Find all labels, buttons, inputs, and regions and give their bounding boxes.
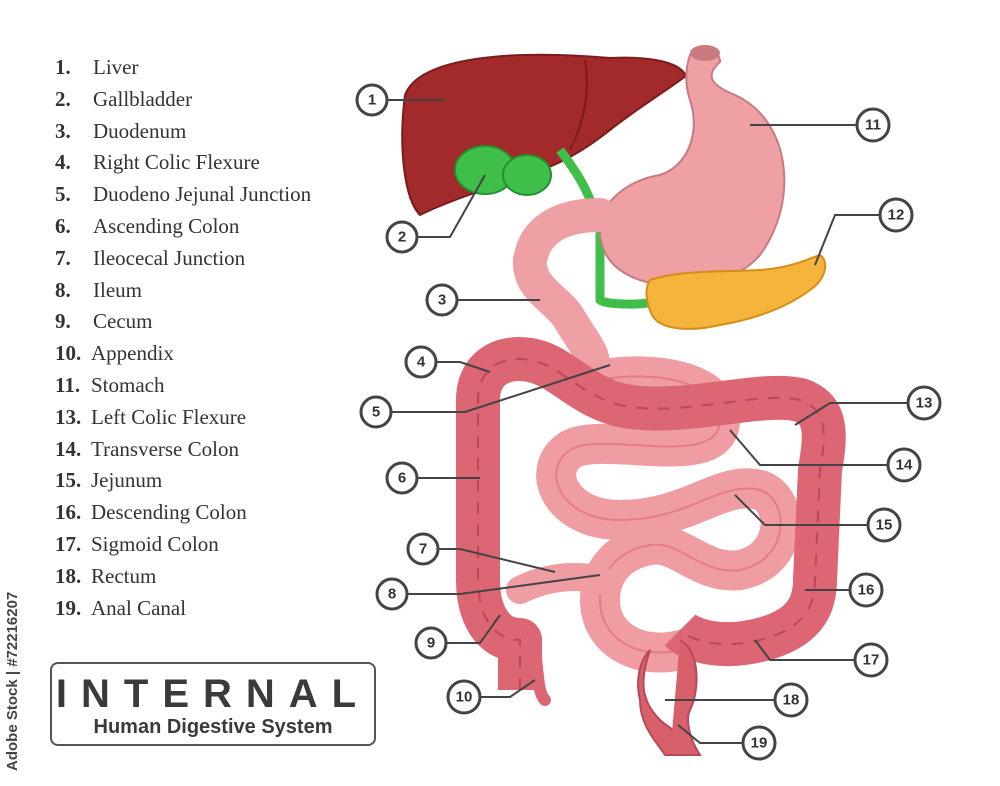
legend-item: 18.Rectum bbox=[55, 561, 311, 593]
callout-6: 6 bbox=[387, 463, 417, 493]
legend-item: 16.Descending Colon bbox=[55, 497, 311, 529]
svg-text:11: 11 bbox=[865, 117, 881, 134]
callout-18: 18 bbox=[775, 684, 807, 716]
legend-label: Descending Colon bbox=[91, 500, 247, 524]
svg-text:15: 15 bbox=[876, 517, 893, 534]
svg-text:7: 7 bbox=[419, 541, 427, 558]
legend-label: Duodeno Jejunal Junction bbox=[93, 182, 311, 206]
legend-number: 2. bbox=[55, 84, 93, 116]
legend-item: 15.Jejunum bbox=[55, 465, 311, 497]
callout-13: 13 bbox=[908, 387, 940, 419]
callout-5: 5 bbox=[361, 397, 391, 427]
svg-text:2: 2 bbox=[398, 229, 406, 246]
legend-number: 17. bbox=[55, 529, 91, 561]
legend-number: 16. bbox=[55, 497, 91, 529]
legend-item: 4.Right Colic Flexure bbox=[55, 147, 311, 179]
svg-text:4: 4 bbox=[417, 354, 426, 371]
callout-11: 11 bbox=[857, 109, 889, 141]
callout-4: 4 bbox=[406, 347, 436, 377]
legend-label: Ileum bbox=[93, 278, 142, 302]
legend-item: 8.Ileum bbox=[55, 275, 311, 307]
legend-label: Right Colic Flexure bbox=[93, 150, 260, 174]
legend-number: 5. bbox=[55, 179, 93, 211]
callout-1: 1 bbox=[357, 85, 387, 115]
svg-text:13: 13 bbox=[916, 395, 933, 412]
legend-label: Gallbladder bbox=[93, 87, 192, 111]
legend-number: 9. bbox=[55, 306, 93, 338]
legend-label: Anal Canal bbox=[91, 596, 186, 620]
svg-text:8: 8 bbox=[388, 586, 396, 603]
legend-number: 7. bbox=[55, 243, 93, 275]
legend-number: 3. bbox=[55, 116, 93, 148]
legend-number: 19. bbox=[55, 593, 91, 625]
callout-14: 14 bbox=[888, 449, 920, 481]
title-main: INTERNAL bbox=[52, 672, 374, 717]
svg-text:1: 1 bbox=[368, 92, 376, 109]
legend-label: Ascending Colon bbox=[93, 214, 239, 238]
callout-16: 16 bbox=[850, 574, 882, 606]
legend-number: 6. bbox=[55, 211, 93, 243]
legend-item: 19.Anal Canal bbox=[55, 593, 311, 625]
svg-text:16: 16 bbox=[858, 582, 875, 599]
callout-3: 3 bbox=[427, 285, 457, 315]
legend-number: 8. bbox=[55, 275, 93, 307]
title-subtitle: Human Digestive System bbox=[52, 716, 374, 739]
legend-label: Transverse Colon bbox=[91, 437, 239, 461]
legend-number: 10. bbox=[55, 338, 91, 370]
callout-10: 10 bbox=[448, 681, 480, 713]
legend-label: Ileocecal Junction bbox=[93, 246, 245, 270]
callout-8: 8 bbox=[377, 579, 407, 609]
callout-15: 15 bbox=[868, 509, 900, 541]
legend-label: Jejunum bbox=[91, 468, 162, 492]
callout-2: 2 bbox=[387, 222, 417, 252]
svg-text:12: 12 bbox=[888, 207, 905, 224]
legend-number: 1. bbox=[55, 52, 93, 84]
legend-label: Duodenum bbox=[93, 119, 186, 143]
legend-number: 15. bbox=[55, 465, 91, 497]
legend-label: Stomach bbox=[91, 373, 165, 397]
legend-label: Rectum bbox=[91, 564, 156, 588]
svg-text:10: 10 bbox=[456, 689, 473, 706]
legend-label: Left Colic Flexure bbox=[91, 405, 246, 429]
legend-item: 11.Stomach bbox=[55, 370, 311, 402]
legend-label: Liver bbox=[93, 55, 138, 79]
svg-text:9: 9 bbox=[427, 635, 435, 652]
callout-7: 7 bbox=[408, 534, 438, 564]
legend-label: Cecum bbox=[93, 309, 152, 333]
callout-19: 19 bbox=[743, 727, 775, 759]
svg-text:14: 14 bbox=[896, 457, 913, 474]
legend-label: Sigmoid Colon bbox=[91, 532, 219, 556]
legend-item: 9.Cecum bbox=[55, 306, 311, 338]
svg-text:3: 3 bbox=[438, 292, 446, 309]
callout-17: 17 bbox=[855, 644, 887, 676]
legend-number: 13. bbox=[55, 402, 91, 434]
legend-item: 13.Left Colic Flexure bbox=[55, 402, 311, 434]
callout-12: 12 bbox=[880, 199, 912, 231]
legend-list: 1.Liver 2.Gallbladder 3.Duodenum 4.Right… bbox=[55, 52, 311, 624]
legend-item: 10.Appendix bbox=[55, 338, 311, 370]
legend-number: 18. bbox=[55, 561, 91, 593]
legend-number: 4. bbox=[55, 147, 93, 179]
svg-text:5: 5 bbox=[372, 404, 380, 421]
legend-item: 3.Duodenum bbox=[55, 116, 311, 148]
legend-item: 6.Ascending Colon bbox=[55, 211, 311, 243]
svg-text:17: 17 bbox=[863, 652, 880, 669]
legend-item: 14.Transverse Colon bbox=[55, 434, 311, 466]
svg-text:19: 19 bbox=[751, 735, 768, 752]
legend-number: 11. bbox=[55, 370, 91, 402]
legend-number: 14. bbox=[55, 434, 91, 466]
svg-text:6: 6 bbox=[398, 470, 406, 487]
legend-item: 5.Duodeno Jejunal Junction bbox=[55, 179, 311, 211]
svg-text:18: 18 bbox=[783, 692, 800, 709]
legend-item: 7.Ileocecal Junction bbox=[55, 243, 311, 275]
legend-item: 17.Sigmoid Colon bbox=[55, 529, 311, 561]
stock-credit: Adobe Stock | #72216207 bbox=[0, 575, 28, 775]
title-box: INTERNAL Human Digestive System bbox=[50, 662, 376, 746]
stock-credit-text: Adobe Stock | #72216207 bbox=[4, 592, 21, 771]
legend-item: 1.Liver bbox=[55, 52, 311, 84]
callout-9: 9 bbox=[416, 628, 446, 658]
legend-label: Appendix bbox=[91, 341, 174, 365]
legend-item: 2.Gallbladder bbox=[55, 84, 311, 116]
